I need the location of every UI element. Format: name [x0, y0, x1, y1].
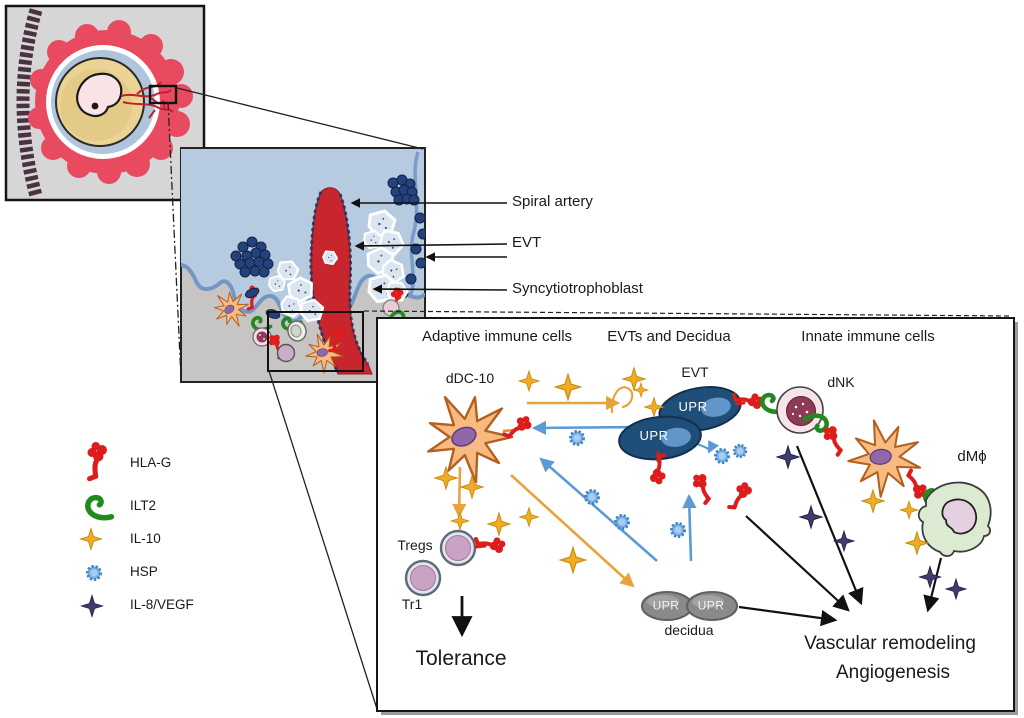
column-header-adaptive: Adaptive immune cells	[421, 328, 573, 345]
arrow-decidua-to-vascular	[738, 605, 838, 627]
zoom-source-rect-2	[267, 311, 364, 372]
hla-g-icon	[88, 442, 108, 479]
column-header-evts-decidua: EVTs and Decidua	[607, 328, 731, 345]
upr-label-decidua-right: UPR	[697, 598, 725, 613]
angiogenesis-label: Angiogenesis	[835, 662, 951, 683]
decidual-immune-cells	[210, 283, 406, 377]
legend-item-hsp: HSP	[130, 564, 158, 579]
legend-item-il10: IL-10	[130, 531, 161, 546]
arrow-dnk-to-vascular	[795, 445, 864, 606]
connector-line-2	[167, 101, 182, 379]
dmphi-cell	[917, 481, 992, 557]
embryo-body	[76, 72, 123, 118]
evt-cell-label: EVT	[681, 364, 709, 380]
main-panel	[376, 317, 1018, 715]
syncytiotrophoblast-label: Syncytiotrophoblast	[512, 280, 643, 297]
outcome-arrows	[451, 445, 943, 638]
connector-line-4	[363, 310, 1013, 317]
dmphi-label: dMϕ	[957, 448, 987, 465]
arrow-dmphi-to-angiogenesis	[923, 557, 943, 613]
arrow-ddc10-to-decidua	[510, 474, 635, 588]
arrow-ddc10-to-tregs	[452, 466, 467, 519]
annotation-arrows	[350, 198, 508, 294]
hsp-icon	[86, 565, 102, 581]
upr-label-evt-upper: UPR	[678, 398, 708, 414]
stress-loop-glyph	[610, 386, 634, 414]
dnk-label: dNK	[827, 374, 855, 390]
ddc10-label: dDC-10	[445, 370, 495, 386]
spiral-artery-label: Spiral artery	[512, 193, 593, 210]
connector-line-3	[268, 370, 378, 710]
ilt2-icon	[88, 498, 112, 518]
arrow-decidua-to-evt	[682, 493, 697, 562]
implantation-site-panel	[180, 147, 426, 383]
upr-label-evt-lower: UPR	[639, 427, 669, 443]
evt-side-label: EVT	[512, 234, 542, 251]
embryo-overview-panel	[4, 4, 206, 202]
decidua-label: decidua	[664, 622, 714, 638]
legend-item-il8-vegf: IL-8/VEGF	[130, 597, 194, 612]
tr1-label: Tr1	[401, 596, 423, 612]
tolerance-label: Tolerance	[415, 647, 507, 670]
arrow-evt-to-ddc10	[531, 420, 642, 436]
zoom-connector-lines	[167, 87, 1013, 710]
arrow-syncytiotrophoblast	[372, 284, 508, 294]
arrow-evt-1	[354, 241, 508, 251]
upr-label-decidua-left: UPR	[652, 598, 680, 613]
legend-icons	[80, 442, 112, 617]
zoom-source-rect-1	[148, 84, 178, 105]
embryo-illustration	[28, 20, 193, 184]
tr1-cell	[404, 559, 442, 597]
il10-arrows	[452, 386, 635, 588]
connector-line-1	[176, 87, 424, 150]
tregs-cell	[439, 529, 477, 567]
column-header-innate: Innate immune cells	[801, 328, 935, 345]
tregs-label: Tregs	[397, 537, 433, 553]
vascular-remodeling-label: Vascular remodeling	[804, 633, 976, 654]
il8-vegf-star-icon	[81, 595, 103, 617]
il10-star-icon	[80, 528, 102, 550]
legend-item-hla-g: HLA-G	[130, 455, 172, 470]
spine-illustration	[16, 8, 43, 198]
legend-item-ilt2: ILT2	[130, 498, 157, 513]
arrow-hlag-to-vascular	[745, 515, 850, 612]
arrow-decidua-to-ddc10	[539, 457, 658, 562]
